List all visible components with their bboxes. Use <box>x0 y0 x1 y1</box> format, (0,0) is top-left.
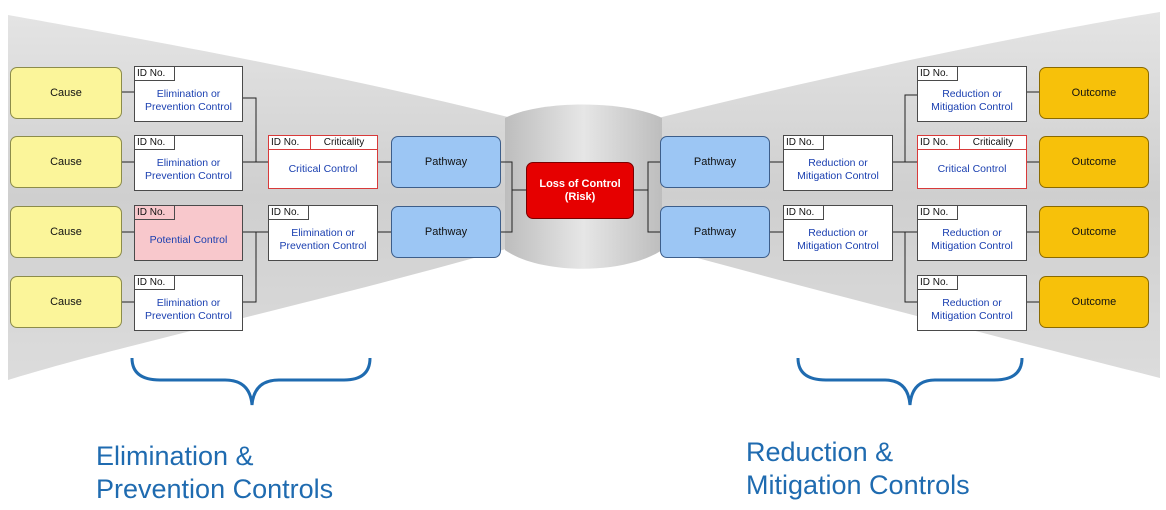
control-line-1: Reduction or <box>942 88 1002 100</box>
criticality-label: Criticality <box>960 136 1026 150</box>
control-line-2: Mitigation Control <box>931 101 1013 113</box>
id-label: ID No. <box>918 276 958 290</box>
cause-node[interactable]: Cause <box>10 206 122 258</box>
critical-control-label: Critical Control <box>288 162 358 175</box>
risk-line-2: (Risk) <box>564 190 596 203</box>
outcome-label: Outcome <box>1071 155 1117 168</box>
control-line-1: Elimination or <box>156 88 221 100</box>
id-label: ID No. <box>918 206 958 220</box>
control-line-2: Prevention Control <box>279 240 367 252</box>
cause-node[interactable]: Cause <box>10 276 122 328</box>
pathway-label: Pathway <box>693 155 737 168</box>
risk-line-1: Loss of Control <box>539 177 621 190</box>
id-label: ID No. <box>784 206 824 220</box>
critical-control[interactable]: ID No. Criticality Critical Control <box>917 135 1027 189</box>
cause-label: Cause <box>50 225 82 238</box>
control-line-1: Reduction or <box>942 297 1002 309</box>
pathway-node[interactable]: Pathway <box>660 136 770 188</box>
control-line-1: Reduction or <box>808 227 868 239</box>
id-label: ID No. <box>135 206 175 220</box>
control-line-1: Reduction or <box>808 157 868 169</box>
control-text: Potential Control <box>135 220 242 260</box>
potential-control-label: Potential Control <box>149 233 228 246</box>
id-label: ID No. <box>135 67 175 81</box>
left-caption: Elimination & Prevention Controls <box>96 440 333 506</box>
control-text: Critical Control <box>269 150 377 188</box>
loss-of-control-risk-node[interactable]: Loss of Control(Risk) <box>526 162 634 219</box>
id-label: ID No. <box>784 136 824 150</box>
id-label: ID No. <box>135 136 175 150</box>
cause-label: Cause <box>50 86 82 99</box>
pathway-label: Pathway <box>424 155 468 168</box>
cause-label: Cause <box>50 155 82 168</box>
id-label: ID No. <box>918 67 958 81</box>
pathway-label: Pathway <box>693 225 737 238</box>
control-text: Critical Control <box>918 150 1026 188</box>
outcome-label: Outcome <box>1071 86 1117 99</box>
id-label: ID No. <box>135 276 175 290</box>
control-line-1: Reduction or <box>942 227 1002 239</box>
critical-control-label: Critical Control <box>937 162 1007 175</box>
control-line-1: Elimination or <box>156 157 221 169</box>
control-line-2: Prevention Control <box>145 101 232 113</box>
id-label: ID No. <box>918 136 960 150</box>
control-line-1: Elimination or <box>156 297 221 309</box>
outcome-node[interactable]: Outcome <box>1039 206 1149 258</box>
right-caption: Reduction & Mitigation Controls <box>746 436 970 502</box>
potential-control[interactable]: ID No. Potential Control <box>134 205 243 261</box>
left-caption-line-2: Prevention Controls <box>96 474 334 504</box>
control-line-2: Prevention Control <box>145 310 232 322</box>
outcome-node[interactable]: Outcome <box>1039 67 1149 119</box>
right-caption-line-1: Reduction & <box>746 437 894 467</box>
control-line-2: Mitigation Control <box>931 310 1013 322</box>
pathway-label: Pathway <box>424 225 468 238</box>
outcome-label: Outcome <box>1071 225 1117 238</box>
criticality-label: Criticality <box>311 136 377 150</box>
cause-node[interactable]: Cause <box>10 136 122 188</box>
right-caption-line-2: Mitigation Controls <box>746 470 970 500</box>
pathway-node[interactable]: Pathway <box>391 136 501 188</box>
outcome-node[interactable]: Outcome <box>1039 136 1149 188</box>
pathway-node[interactable]: Pathway <box>391 206 501 258</box>
critical-control[interactable]: ID No. Criticality Critical Control <box>268 135 378 189</box>
cause-node[interactable]: Cause <box>10 67 122 119</box>
id-label: ID No. <box>269 206 309 220</box>
control-line-2: Prevention Control <box>145 170 232 182</box>
outcome-node[interactable]: Outcome <box>1039 276 1149 328</box>
control-line-2: Mitigation Control <box>797 240 879 252</box>
outcome-label: Outcome <box>1071 295 1117 308</box>
cause-label: Cause <box>50 295 82 308</box>
control-line-1: Elimination or <box>291 227 355 239</box>
id-label: ID No. <box>269 136 311 150</box>
control-line-2: Mitigation Control <box>797 170 879 182</box>
control-line-2: Mitigation Control <box>931 240 1013 252</box>
pathway-node[interactable]: Pathway <box>660 206 770 258</box>
left-caption-line-1: Elimination & <box>96 441 254 471</box>
